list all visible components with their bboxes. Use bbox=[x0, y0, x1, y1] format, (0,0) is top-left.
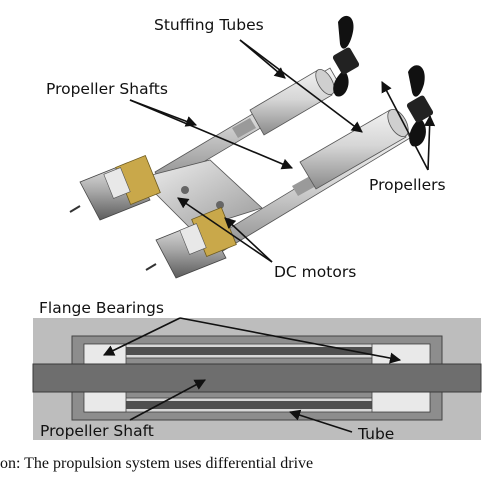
label-propeller-shaft: Propeller Shaft bbox=[40, 422, 154, 440]
assembly-view bbox=[69, 15, 434, 279]
label-flange-bearings: Flange Bearings bbox=[39, 299, 164, 317]
upper-stuffing-tube bbox=[249, 68, 335, 136]
mounting-plate bbox=[139, 159, 263, 231]
label-stuffing-tubes: Stuffing Tubes bbox=[154, 16, 264, 34]
label-tube: Tube bbox=[357, 425, 394, 443]
cross-section-view bbox=[32, 318, 482, 440]
section-propeller-shaft bbox=[32, 363, 482, 393]
label-dc-motors: DC motors bbox=[274, 263, 356, 281]
figure-caption: on: The propulsion system uses different… bbox=[0, 455, 314, 472]
label-propellers: Propellers bbox=[369, 176, 446, 194]
section-arrows bbox=[102, 317, 402, 433]
upper-propeller bbox=[332, 15, 360, 97]
lower-dc-motor bbox=[145, 206, 237, 279]
upper-dc-motor bbox=[69, 154, 161, 221]
label-propeller-shafts: Propeller Shafts bbox=[46, 80, 168, 98]
lower-propeller bbox=[406, 65, 434, 147]
lower-stuffing-tube bbox=[299, 109, 409, 190]
section-inner-bottom bbox=[126, 401, 372, 409]
annotation-arrows bbox=[129, 39, 436, 263]
section-inner-top bbox=[126, 347, 372, 355]
